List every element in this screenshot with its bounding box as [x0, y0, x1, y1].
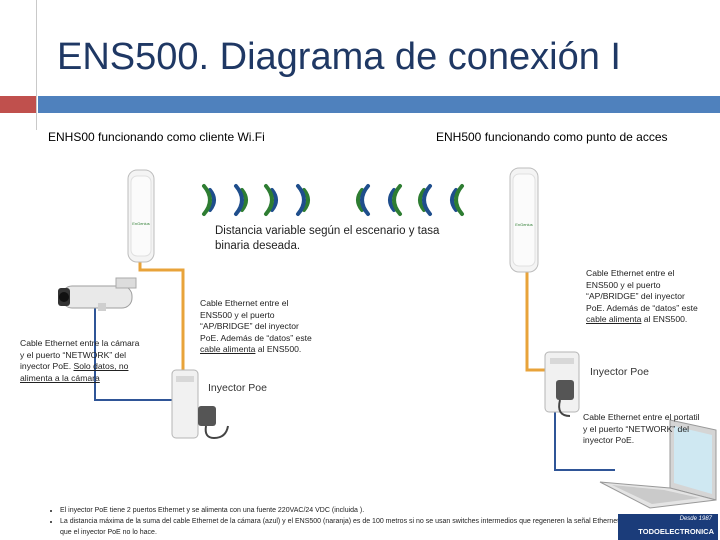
brand-name: TODOELECTRONICA: [638, 527, 714, 536]
distance-annotation: Distancia variable según el escenario y …: [215, 224, 475, 254]
left-ens-cable-text-end: al ENS500.: [255, 344, 301, 354]
left-injector-label: Inyector Poe: [208, 382, 267, 394]
laptop-cable-annotation: Cable Ethernet entre el portatil y el pu…: [583, 412, 703, 447]
left-ens-cable-emphasis: cable alimenta: [200, 344, 255, 354]
right-ens-cable-text: Cable Ethernet entre el ENS500 y el puer…: [586, 268, 698, 313]
brand-since: Desde 1987: [680, 516, 712, 522]
left-antenna-device: EnGenius: [128, 170, 154, 262]
camera-cable-annotation: Cable Ethernet entre la cámara y el puer…: [20, 338, 142, 384]
footnote-item: La distancia máxima de la suma del cable…: [60, 516, 656, 538]
wifi-signal-icon-right: [358, 186, 462, 214]
right-injector-label: Inyector Poe: [590, 366, 649, 378]
right-ens-cable-emphasis: cable alimenta: [586, 314, 641, 324]
power-adapter-left: [198, 406, 228, 438]
poe-injector-left: [172, 370, 198, 438]
right-antenna-device: EnGenius: [510, 168, 538, 272]
right-ens-cable-text-end: al ENS500.: [641, 314, 687, 324]
left-ens-cable-annotation: Cable Ethernet entre el ENS500 y el puer…: [200, 298, 312, 356]
right-ens-cable-annotation: Cable Ethernet entre el ENS500 y el puer…: [586, 268, 698, 326]
left-ens-cable-text: Cable Ethernet entre el ENS500 y el puer…: [200, 298, 312, 343]
svg-text:EnGenius: EnGenius: [132, 221, 150, 226]
left-ens-cable: [140, 262, 183, 378]
wifi-signal-icon: [204, 186, 308, 214]
svg-text:EnGenius: EnGenius: [515, 222, 533, 227]
footnotes: El inyector PoE tiene 2 puertos Ethernet…: [46, 505, 656, 538]
footnote-item: El inyector PoE tiene 2 puertos Ethernet…: [60, 505, 656, 516]
security-camera: [58, 278, 136, 311]
brand-logo: Desde 1987 TODOELECTRONICA: [618, 514, 718, 540]
